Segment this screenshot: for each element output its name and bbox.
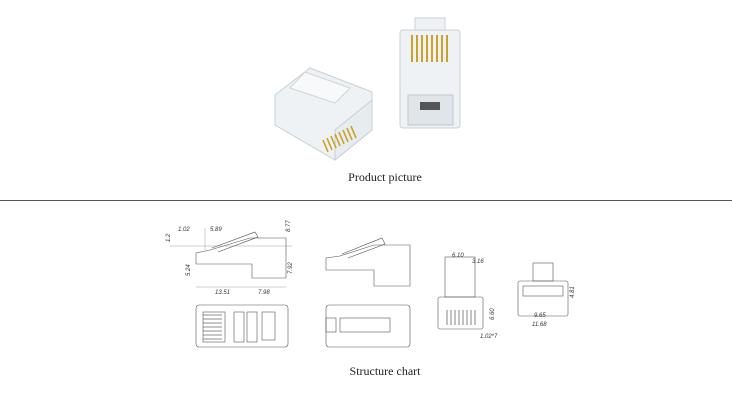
dim-front-b: 3.16 bbox=[472, 259, 484, 265]
rj45-connector-photo-angled bbox=[274, 67, 373, 162]
front-view-drawing: 6.10 3.16 6.60 1.02*7 bbox=[437, 253, 498, 340]
product-picture-caption: Product picture bbox=[348, 170, 422, 184]
dim-back-c: 11.68 bbox=[532, 322, 547, 328]
side-view-drawing: 1.02 5.89 8.77 1.2 5.24 7.92 13.51 7.98 bbox=[166, 220, 294, 296]
dim-side-f: 7.92 bbox=[288, 262, 294, 274]
dim-back-b: 9.65 bbox=[534, 313, 546, 319]
back-view-drawing: 4.81 9.65 11.68 bbox=[517, 262, 576, 328]
dim-side-d: 1.2 bbox=[166, 233, 172, 242]
dim-front-a: 6.10 bbox=[452, 253, 464, 259]
dim-back-a: 4.81 bbox=[570, 286, 576, 298]
dim-side-h: 7.98 bbox=[258, 290, 270, 296]
dim-front-c: 6.60 bbox=[490, 308, 496, 320]
rj45-connector-photo-front bbox=[399, 17, 461, 129]
side-view-plain-drawing bbox=[325, 237, 411, 348]
structure-chart-caption: Structure chart bbox=[349, 364, 421, 378]
dim-front-d: 1.02*7 bbox=[480, 334, 498, 340]
top-view-drawing bbox=[195, 304, 289, 348]
dim-side-g: 13.51 bbox=[215, 290, 230, 296]
dim-side-e: 5.24 bbox=[186, 264, 192, 276]
dim-side-a: 1.02 bbox=[178, 227, 190, 233]
dim-side-c: 8.77 bbox=[286, 220, 292, 232]
dim-side-b: 5.89 bbox=[210, 227, 222, 233]
section-divider bbox=[0, 200, 732, 201]
